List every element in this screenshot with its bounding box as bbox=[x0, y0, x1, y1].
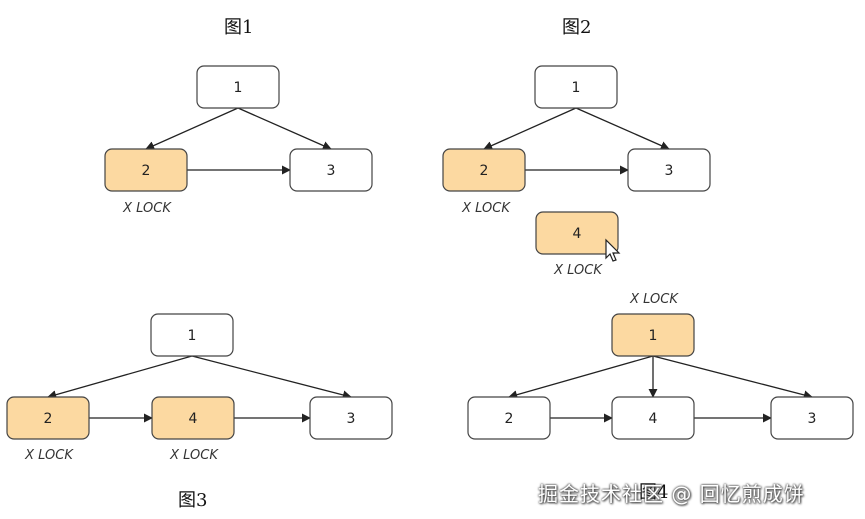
fig2-node-2-label: 2 bbox=[480, 163, 489, 179]
mouse-pointer-icon bbox=[605, 238, 621, 262]
fig4-edge-n1-to-n3 bbox=[652, 355, 813, 400]
fig2-node-4-lock-label: X LOCK bbox=[553, 263, 603, 278]
fig2-node-1-box bbox=[534, 65, 618, 109]
fig2-node-1-label: 1 bbox=[572, 80, 581, 96]
fig3-node-1-label: 1 bbox=[188, 328, 197, 344]
fig3-node-4-box bbox=[151, 396, 235, 440]
fig3-node-2: 2 X LOCK bbox=[6, 396, 90, 463]
fig4-node-3: 3 bbox=[770, 396, 854, 440]
fig3-node-1: 1 bbox=[150, 313, 234, 357]
fig1-edge-n1-to-n3 bbox=[237, 107, 332, 150]
fig3-node-4: 4 X LOCK bbox=[151, 396, 235, 463]
fig1-node-3-box bbox=[289, 148, 373, 192]
fig4-node-4: 4 bbox=[611, 396, 695, 440]
fig4-edge-n1-to-n2 bbox=[508, 355, 654, 400]
figure-3-title: 图3 bbox=[178, 490, 208, 511]
fig3-node-4-lock-label: X LOCK bbox=[169, 448, 219, 463]
figure-2-title: 图2 bbox=[562, 17, 592, 38]
fig3-node-2-box bbox=[6, 396, 90, 440]
fig1-node-2-box bbox=[104, 148, 188, 192]
fig4-node-1: 1 X LOCK bbox=[611, 292, 695, 357]
fig4-node-4-label: 4 bbox=[649, 411, 658, 427]
figure-1-title: 图1 bbox=[224, 17, 254, 38]
fig4-node-1-label: 1 bbox=[649, 328, 658, 344]
fig2-node-3-label: 3 bbox=[665, 163, 674, 179]
fig4-node-2: 2 bbox=[467, 396, 551, 440]
fig1-node-1: 1 bbox=[196, 65, 280, 109]
figure-4-title: 图4 bbox=[639, 482, 669, 503]
fig1-node-1-label: 1 bbox=[234, 80, 243, 96]
fig2-node-4-box bbox=[535, 211, 619, 255]
fig2-node-3-box bbox=[627, 148, 711, 192]
fig1-edge-n1-to-n2 bbox=[145, 107, 239, 150]
fig2-node-4: 4 X LOCK bbox=[535, 211, 619, 278]
fig2-node-3: 3 bbox=[627, 148, 711, 192]
fig3-edge-n1-to-n2 bbox=[47, 355, 193, 400]
fig2-edge-n1-to-n3 bbox=[575, 107, 670, 150]
fig1-node-3-label: 3 bbox=[327, 163, 336, 179]
fig3-node-2-label: 2 bbox=[44, 411, 53, 427]
fig2-node-1: 1 bbox=[534, 65, 618, 109]
fig3-edge-n1-to-n3 bbox=[191, 355, 352, 400]
fig3-node-3-box bbox=[309, 396, 393, 440]
fig4-node-2-label: 2 bbox=[505, 411, 514, 427]
fig3-node-1-box bbox=[150, 313, 234, 357]
fig1-node-3: 3 bbox=[289, 148, 373, 192]
fig4-node-1-box bbox=[611, 313, 695, 357]
fig3-node-4-label: 4 bbox=[189, 411, 198, 427]
fig4-node-3-box bbox=[770, 396, 854, 440]
fig4-node-1-lock-label: X LOCK bbox=[629, 292, 679, 307]
fig1-node-2: 2 X LOCK bbox=[104, 148, 188, 216]
fig4-node-4-box bbox=[611, 396, 695, 440]
fig4-node-3-label: 3 bbox=[808, 411, 817, 427]
fig2-node-2-box bbox=[442, 148, 526, 192]
fig3-node-3: 3 bbox=[309, 396, 393, 440]
fig2-node-2-lock-label: X LOCK bbox=[461, 201, 511, 216]
fig1-node-1-box bbox=[196, 65, 280, 109]
watermark: 掘金技术社区 @ 回忆煎成饼 bbox=[538, 482, 805, 506]
fig1-node-2-label: 2 bbox=[142, 163, 151, 179]
fig4-node-2-box bbox=[467, 396, 551, 440]
fig3-node-2-lock-label: X LOCK bbox=[24, 448, 74, 463]
fig2-node-4-label: 4 bbox=[573, 226, 582, 242]
fig3-node-3-label: 3 bbox=[347, 411, 356, 427]
fig2-edge-n1-to-n2 bbox=[483, 107, 577, 150]
fig1-node-2-lock-label: X LOCK bbox=[122, 201, 172, 216]
fig2-node-2: 2 X LOCK bbox=[442, 148, 526, 216]
